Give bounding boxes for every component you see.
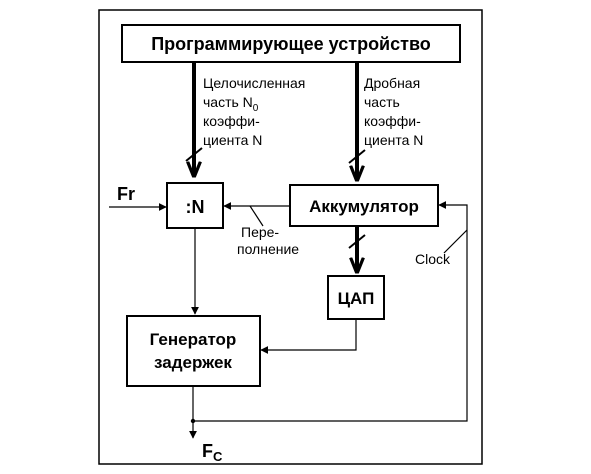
integer-part-label: Целочисленная часть N0 коэффи- циента N (203, 75, 305, 148)
svg-text:полнение: полнение (237, 241, 299, 257)
dac-generator-line (260, 319, 357, 354)
svg-text:часть: часть (364, 94, 400, 110)
svg-text:Целочисленная: Целочисленная (203, 75, 305, 91)
programmer-label: Программирующее устройство (151, 34, 431, 54)
fractional-bus-tick (348, 149, 366, 164)
svg-text:циента N: циента N (203, 132, 262, 148)
svg-text:коэффи-: коэффи- (364, 113, 421, 129)
svg-text:Дробная: Дробная (364, 75, 420, 91)
accumulator-block: Аккумулятор (289, 184, 439, 227)
clock-feedback-line (193, 201, 468, 422)
dac-bus-tick (348, 234, 366, 249)
delay-generator-block: Генератор задержек (126, 315, 261, 387)
svg-text:коэффи-: коэффи- (203, 113, 260, 129)
clock-label: Clock (415, 251, 451, 267)
divider-label: :N (186, 197, 205, 217)
svg-text:циента N: циента N (364, 132, 423, 148)
overflow-label: Пере- полнение (237, 224, 299, 257)
dac-label: ЦАП (338, 289, 375, 308)
svg-text:Пере-: Пере- (241, 224, 279, 240)
overflow-leader (249, 205, 264, 227)
dac-block: ЦАП (327, 275, 385, 320)
integer-bus-tick (185, 147, 203, 162)
clock-leader (443, 229, 468, 254)
input-signal-label: Fr (117, 184, 135, 204)
svg-text:задержек: задержек (154, 353, 232, 372)
accumulator-label: Аккумулятор (309, 197, 419, 216)
output-signal-label: FC (202, 441, 223, 464)
divider-block: :N (166, 182, 224, 229)
diagram-frame (98, 9, 483, 465)
svg-text:часть N0: часть N0 (203, 94, 259, 114)
svg-text:Генератор: Генератор (150, 330, 237, 349)
fractional-part-label: Дробная часть коэффи- циента N (364, 75, 423, 148)
programmer-block: Программирующее устройство (121, 24, 461, 63)
